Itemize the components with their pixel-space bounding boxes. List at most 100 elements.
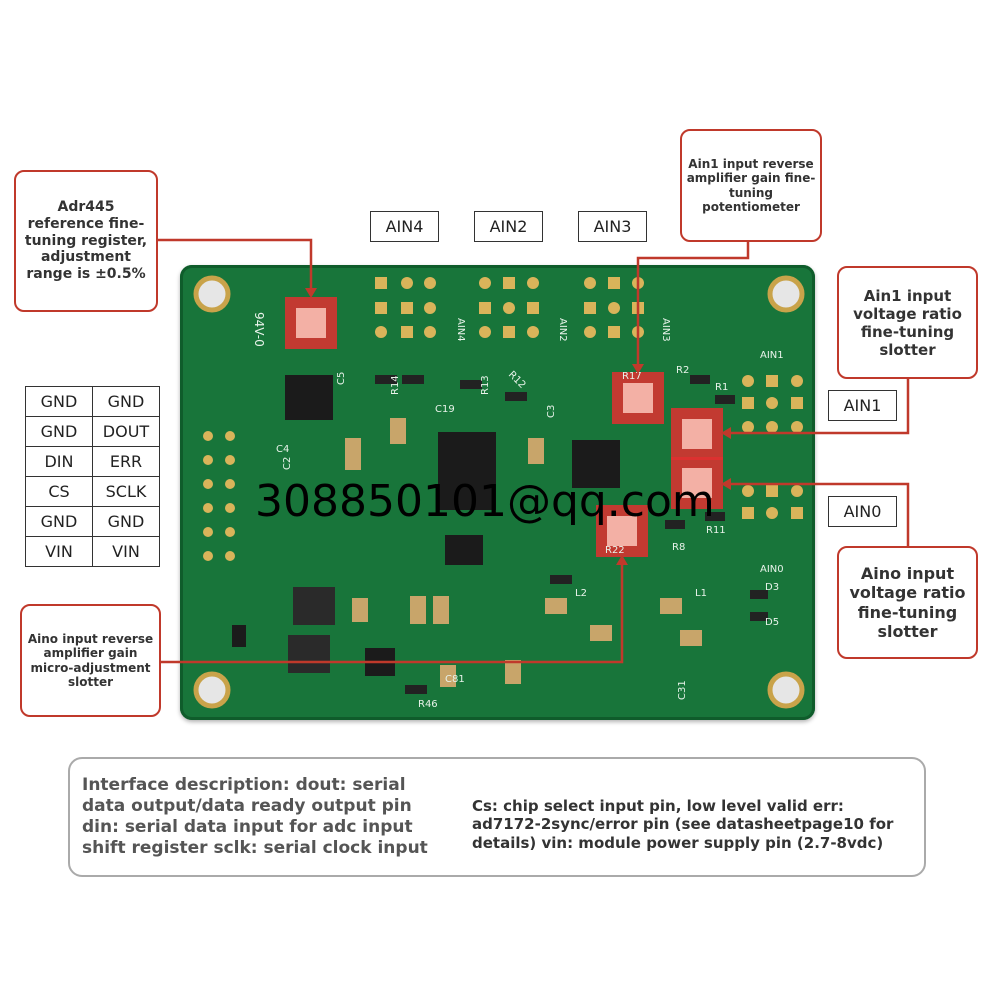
silk-r46: R46 <box>418 699 438 710</box>
capacitor <box>528 438 544 464</box>
pin-cell: CS <box>25 476 93 507</box>
silk-d3: D3 <box>765 582 779 593</box>
silk-ain0: AIN0 <box>760 564 784 575</box>
line-aino-gain <box>161 557 624 664</box>
opamp-ic <box>572 440 620 488</box>
silk-94v0: 94V-0 <box>252 312 266 347</box>
description-left: Interface description: dout: serial data… <box>82 775 428 858</box>
arrow-aino-ratio <box>721 478 731 490</box>
header-pins <box>203 431 235 561</box>
silk-c81: C81 <box>445 674 465 685</box>
callout-aino-ratio: Aino input voltage ratio fine-tuning slo… <box>837 546 978 659</box>
silk-r14: R14 <box>390 375 401 395</box>
pin-cell: SCLK <box>92 476 160 507</box>
table-row: GND GND <box>25 386 160 417</box>
capacitor <box>505 660 521 684</box>
silk-c19: C19 <box>435 404 455 415</box>
resistors <box>375 375 768 694</box>
arrow-ain1-gain <box>632 364 644 374</box>
adc-ic <box>438 432 496 510</box>
silk-c2: C2 <box>282 457 293 470</box>
callout-aino-gain: Aino input reverse amplifier gain micro-… <box>20 604 161 717</box>
capacitor <box>660 598 682 614</box>
mounting-hole <box>767 275 805 313</box>
label-ain3: AIN3 <box>578 211 647 242</box>
silk-ain4: AIN4 <box>455 318 466 342</box>
mounting-hole <box>193 671 231 709</box>
pin-cell: DIN <box>25 446 93 477</box>
silk-l1: L1 <box>695 588 707 599</box>
potentiometers <box>285 297 723 557</box>
capacitor <box>545 598 567 614</box>
mounting-holes <box>193 275 805 709</box>
capacitor <box>345 438 361 470</box>
callout-ain1-gain: Ain1 input reverse amplifier gain fine-t… <box>680 129 822 242</box>
silk-r11: R11 <box>706 525 726 536</box>
silk-c5: C5 <box>336 372 347 385</box>
label-ain0: AIN0 <box>828 496 897 527</box>
silk-r22: R22 <box>605 545 625 556</box>
pin-cell: GND <box>92 386 160 417</box>
capacitor <box>680 630 702 646</box>
label-ain4: AIN4 <box>370 211 439 242</box>
silk-c31: C31 <box>677 680 688 700</box>
diode <box>232 625 246 647</box>
callout-ain1-ratio: Ain1 input voltage ratio fine-tuning slo… <box>837 266 978 379</box>
silk-d5: D5 <box>765 617 779 628</box>
inductor <box>293 587 335 625</box>
mounting-hole <box>767 671 805 709</box>
passives <box>345 418 702 687</box>
capacitor <box>410 596 426 624</box>
pin-cell: GND <box>25 386 93 417</box>
watermark-text: 308850101@qq.com <box>255 476 715 527</box>
pot-body <box>607 516 637 546</box>
table-row: DIN ERR <box>25 446 160 477</box>
pin-cell: GND <box>92 506 160 537</box>
capacitor <box>440 665 456 687</box>
pin-cell: GND <box>25 416 93 447</box>
callout-lines <box>157 238 910 664</box>
label-ain2: AIN2 <box>474 211 543 242</box>
silk-r13: R13 <box>480 375 491 395</box>
pot-body <box>682 468 712 498</box>
pin-cell: DOUT <box>92 416 160 447</box>
pot-body <box>682 419 712 449</box>
silkscreen-labels: AIN4 AIN2 AIN3 AIN1 AIN0 R1 R2 R17 R8 R1… <box>252 312 784 710</box>
mounting-hole <box>193 275 231 313</box>
silk-ain3: AIN3 <box>660 318 671 342</box>
silk-r12: R12 <box>506 369 528 391</box>
inductor <box>288 635 330 673</box>
silk-c3: C3 <box>546 405 557 418</box>
table-row: GND GND <box>25 506 160 537</box>
pot-body <box>623 383 653 413</box>
callout-arrowheads <box>305 288 731 565</box>
silk-r8: R8 <box>672 542 685 553</box>
label-ain1: AIN1 <box>828 390 897 421</box>
ain2-pads <box>479 277 539 338</box>
pin-cell: VIN <box>92 536 160 567</box>
table-row: GND DOUT <box>25 416 160 447</box>
description-right: Cs: chip select input pin, low level val… <box>472 797 894 852</box>
capacitor <box>433 596 449 624</box>
pin-cell: ERR <box>92 446 160 477</box>
pot-body <box>296 308 326 338</box>
interface-description: Interface description: dout: serial data… <box>68 757 926 877</box>
reference-ic <box>285 375 333 420</box>
capacitor <box>590 625 612 641</box>
table-row: CS SCLK <box>25 476 160 507</box>
pinout-table: GND GND GND DOUT DIN ERR CS SCLK GND GND… <box>25 386 160 567</box>
pin-cell: GND <box>25 506 93 537</box>
silk-ain2: AIN2 <box>557 318 568 342</box>
ain4-pads <box>375 277 436 338</box>
line-ain1-gain <box>636 241 750 372</box>
connector-pads-top <box>375 277 644 338</box>
arrow-adr445 <box>305 288 317 298</box>
capacitor <box>390 418 406 444</box>
silk-l2: L2 <box>575 588 587 599</box>
line-adr445 <box>157 238 313 296</box>
connector-pads-right <box>742 375 803 519</box>
silk-r1: R1 <box>715 382 728 393</box>
regulator-ic <box>445 535 483 565</box>
arrow-aino-gain <box>616 555 628 565</box>
